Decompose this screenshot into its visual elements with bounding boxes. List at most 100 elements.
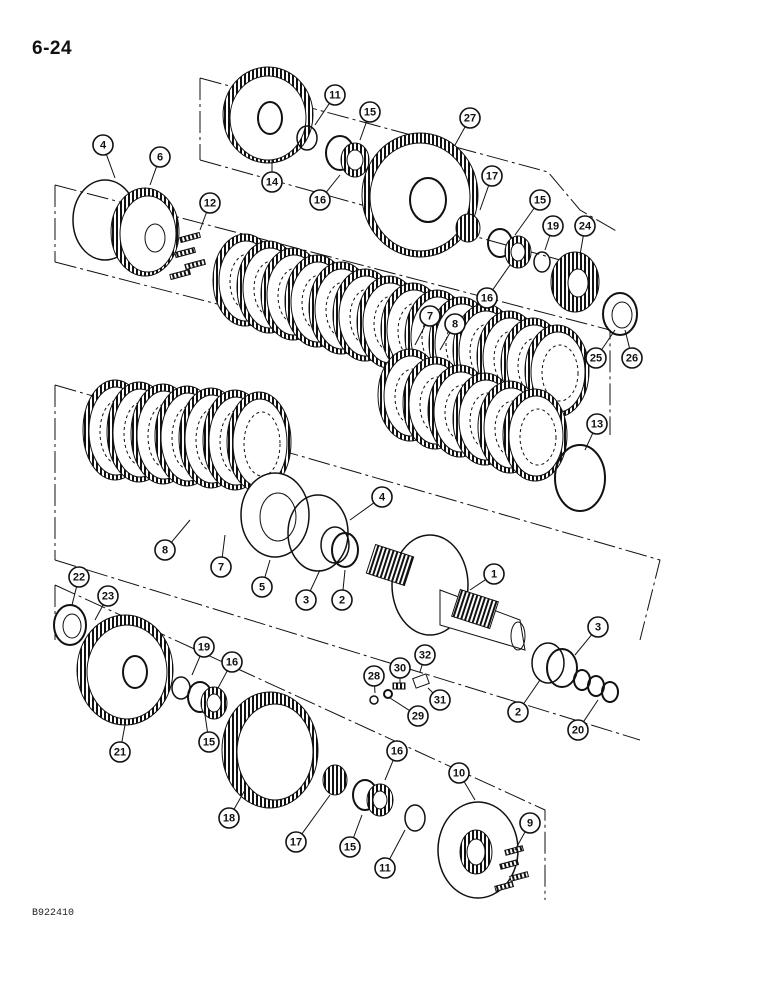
callout-balloon [386,740,408,762]
callout-label: 12 [204,198,216,210]
callout-balloon [339,836,361,858]
leader-line [221,534,226,558]
callout-label: 27 [464,113,476,125]
shaft-spline-rear [451,588,499,630]
leader-line [492,264,511,291]
springs-12 [169,231,207,281]
plug-31 [412,673,430,689]
ball-28 [369,695,379,705]
leader-line [523,679,541,705]
callout-label: 13 [591,419,603,431]
callout-balloon [507,701,529,723]
callout-label: 11 [379,863,391,875]
seal-ring-20c [601,681,619,703]
shaft-spline-front [365,543,415,587]
callout-9: 9 [514,812,541,851]
callout-label: 22 [73,572,85,584]
callout-label: 28 [368,671,380,683]
callout-4: 4 [349,486,393,521]
callout-label: 5 [259,582,265,594]
leader-line [204,714,209,733]
callout-21: 21 [109,724,131,763]
leader-line [342,569,346,591]
callout-24: 24 [574,215,596,256]
callout-balloon [199,192,221,214]
callout-label: 3 [303,595,309,607]
leader-line [463,781,476,801]
snap-ring-11 [296,125,318,151]
callout-label: 25 [590,353,602,365]
leader-line [94,604,104,621]
leader-line [389,829,406,860]
callout-1: 1 [469,563,505,591]
seal-ring-2b [531,642,565,684]
callout-11: 11 [374,829,406,879]
snap-ring-13 [554,444,606,512]
frame-lower-bottom [54,559,641,741]
leader-line [389,697,410,712]
callout-label: 4 [379,492,386,504]
pressure-plate-group [240,472,359,572]
callout-label: 17 [486,171,498,183]
valve-small-parts [369,673,430,705]
callout-label: 16 [314,195,326,207]
callout-17: 17 [285,794,331,853]
callout-3: 3 [295,569,321,611]
callout-label: 8 [452,319,458,331]
callout-balloon [285,831,307,853]
callout-balloon [309,189,331,211]
callout-13: 13 [584,413,608,451]
callout-balloon [68,566,90,588]
leader-line [469,579,486,591]
piston-group [72,179,207,281]
callout-balloon [574,215,596,237]
needle-bearing-17b [322,764,348,796]
callout-18: 18 [218,789,246,829]
callout-balloon [587,616,609,638]
callout-balloon [419,305,441,327]
callout-30: 30 [389,657,411,683]
callout-label: 23 [102,591,114,603]
leader-line [191,655,201,676]
callout-15: 15 [359,101,381,141]
callout-16: 16 [384,740,408,781]
washer-29 [383,689,393,699]
callout-16: 16 [309,174,341,211]
shaft-1 [365,534,526,651]
seal-ring-3b [546,648,578,688]
callout-label: 14 [266,177,279,189]
leader-line [149,166,158,186]
callout-balloon [251,576,273,598]
top-gear-group [222,66,638,336]
callout-7: 7 [210,534,232,578]
callout-16: 16 [476,264,511,309]
springs-9 [494,845,530,892]
lower-clutch-pack [82,348,568,493]
leader-line [309,569,321,592]
callout-label: 17 [290,837,302,849]
callout-balloon [363,665,385,687]
callout-balloon [221,651,243,673]
callout-27: 27 [454,107,481,146]
leader-line [233,789,246,810]
callout-balloon [97,585,119,607]
leader-line [325,174,341,193]
leader-line [579,235,584,256]
callout-4: 4 [92,134,116,179]
leader-line [71,586,78,606]
callout-12: 12 [199,192,221,231]
callout-balloon [444,313,466,335]
callout-balloon [483,563,505,585]
leader-line [301,794,331,835]
callout-balloon [324,84,346,106]
callout-balloon [542,215,564,237]
callout-label: 16 [226,657,238,669]
leader-line [384,760,394,781]
leader-line [574,634,593,656]
callout-15: 15 [514,189,551,236]
callout-balloon [567,719,589,741]
figure-code: B922410 [32,908,75,919]
leader-line [439,332,451,351]
leader-line [105,154,116,179]
